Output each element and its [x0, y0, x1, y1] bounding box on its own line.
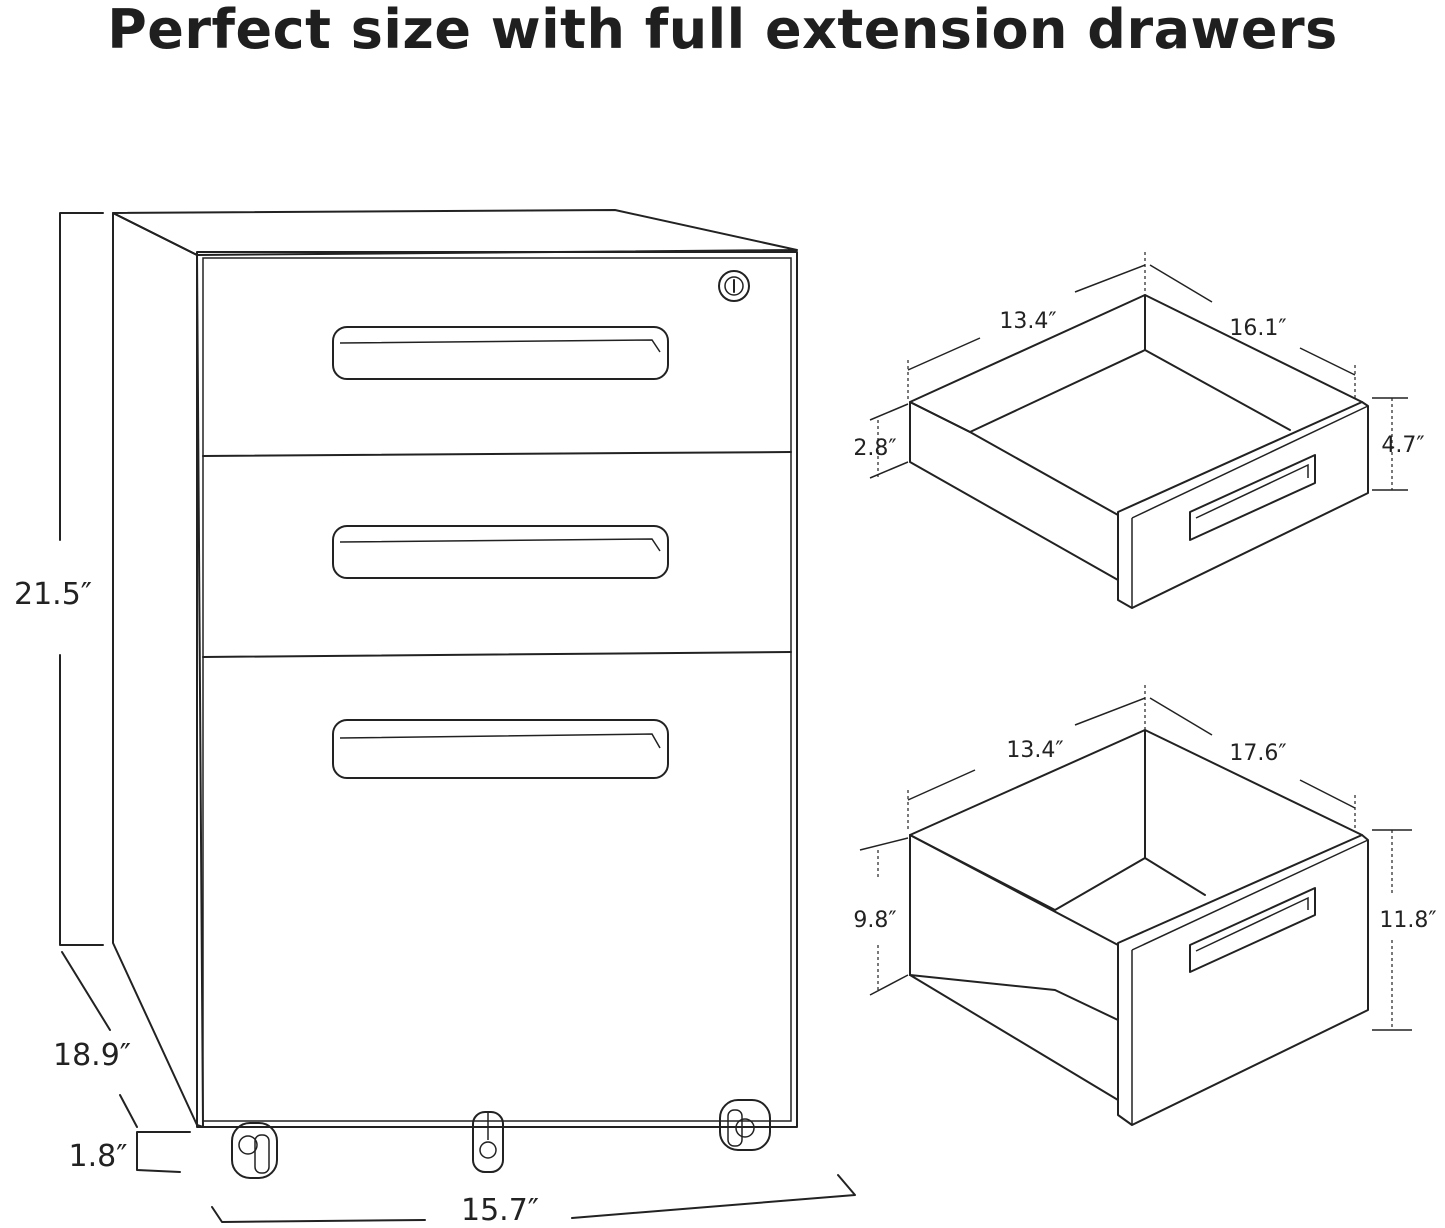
caster-middle [472, 1111, 504, 1173]
cabinet-front [196, 251, 798, 1128]
small-drawer-handle [1189, 454, 1316, 541]
drawer-handle-bottom [332, 719, 669, 779]
cabinet-side-panel [112, 212, 204, 1128]
cabinet-width-label: 15.7″ [461, 1193, 539, 1228]
drawer-handle-top [332, 326, 669, 380]
caster-right [719, 1099, 771, 1151]
width-dimension-line-right [571, 1174, 856, 1219]
file-drawer-front [1117, 834, 1369, 1126]
cabinet-height-label: 21.5″ [14, 577, 92, 612]
small-drawer-depth-label: 16.1″ [1229, 316, 1286, 341]
filing-cabinet: 21.5″ 18.9″ 1.8″ 15.7″ [14, 209, 856, 1228]
height-dimension-line-lower [59, 654, 104, 946]
caster-height-label: 1.8″ [69, 1139, 128, 1174]
caster-dimension-line [136, 1131, 191, 1173]
small-drawer-outer-height-label: 4.7″ [1381, 433, 1424, 458]
depth-dimension-line-lower [119, 1094, 138, 1128]
file-drawer-depth-label: 17.6″ [1229, 741, 1286, 766]
height-dimension-line-upper [59, 212, 104, 541]
depth-dimension-line-upper [61, 951, 111, 1031]
file-drawer: 13.4″ 17.6″ 9.8″ 11.8″ [853, 685, 1437, 1126]
file-drawer-width-label: 13.4″ [1006, 738, 1063, 763]
small-drawer-front [1117, 401, 1369, 609]
drawer-separator-2 [202, 651, 792, 658]
width-dimension-line-left [211, 1206, 426, 1223]
caster-left [231, 1122, 278, 1179]
small-drawer: 13.4″ 16.1″ 2.8″ 4.7″ [853, 252, 1425, 609]
file-drawer-inner-height-label: 9.8″ [853, 908, 896, 933]
file-drawer-outer-height-label: 11.8″ [1379, 908, 1436, 933]
lock-icon [718, 270, 750, 302]
page-title: Perfect size with full extension drawers [107, 0, 1338, 61]
file-drawer-side [909, 834, 1119, 1021]
cabinet-depth-label: 18.9″ [53, 1038, 131, 1073]
small-drawer-inner-height-label: 2.8″ [853, 436, 896, 461]
file-drawer-handle [1189, 887, 1316, 973]
drawer-separator-1 [202, 451, 792, 457]
drawer-handle-middle [332, 525, 669, 579]
small-drawer-width-label: 13.4″ [999, 309, 1056, 334]
small-drawer-side [909, 401, 1119, 581]
cabinet-top [112, 209, 798, 256]
